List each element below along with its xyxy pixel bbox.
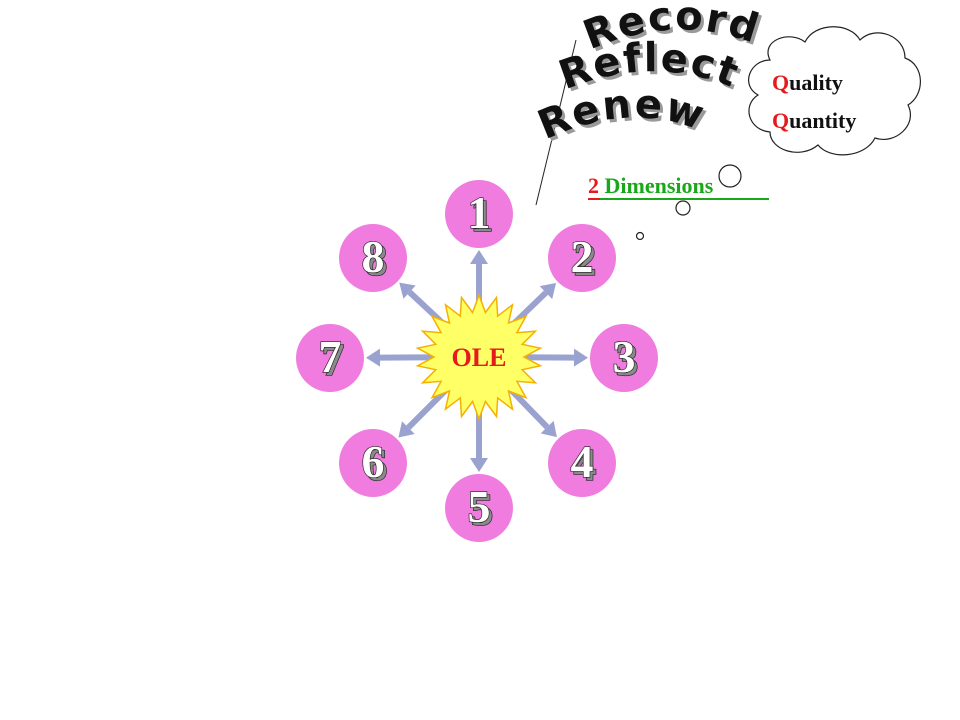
arrow-head-7 bbox=[365, 348, 381, 367]
node-3: 33 bbox=[590, 324, 658, 392]
node-6: 66 bbox=[339, 429, 407, 497]
node-1: 11 bbox=[445, 180, 513, 248]
dimensions-number: 2 bbox=[588, 173, 599, 198]
node-circle-4 bbox=[548, 429, 616, 497]
node-label-shadow-8: 8 bbox=[365, 234, 388, 285]
node-label-shadow-6: 6 bbox=[365, 439, 388, 490]
node-label-3: 3 bbox=[613, 331, 636, 382]
thought-bubble-large bbox=[718, 164, 742, 188]
node-label-shadow-2: 2 bbox=[574, 234, 597, 285]
dimensions-label: 2 Dimensions bbox=[588, 173, 769, 200]
node-label-5: 5 bbox=[468, 481, 491, 532]
node-label-8: 8 bbox=[362, 231, 385, 282]
thought-bubble-small bbox=[635, 231, 645, 241]
arrow-head-1 bbox=[470, 250, 488, 264]
node-label-7: 7 bbox=[319, 331, 342, 382]
thought-bubble-medium bbox=[675, 200, 691, 216]
node-circle-5 bbox=[445, 474, 513, 542]
arrows-group bbox=[365, 250, 589, 472]
arc-word-renew: Renew bbox=[532, 81, 709, 149]
node-circle-3 bbox=[590, 324, 658, 392]
node-label-1: 1 bbox=[468, 187, 491, 238]
arrow-head-6 bbox=[398, 421, 415, 438]
node-4: 44 bbox=[548, 429, 616, 497]
node-label-2: 2 bbox=[571, 231, 594, 282]
cloud-line-quality: Quality bbox=[772, 70, 843, 95]
cloud-line-quantity: Quantity bbox=[772, 108, 856, 133]
center-burst: OLE bbox=[415, 292, 543, 422]
node-8: 88 bbox=[339, 224, 407, 292]
nodes-group: 11 22 33 44 55 66 77 88 bbox=[296, 180, 658, 542]
node-label-shadow-3: 3 bbox=[616, 334, 639, 385]
node-label-shadow-4: 4 bbox=[574, 439, 597, 490]
node-5: 55 bbox=[445, 474, 513, 542]
node-circle-7 bbox=[296, 324, 364, 392]
cloud-shape bbox=[748, 26, 921, 156]
arrow-head-2 bbox=[539, 282, 557, 300]
center-label: OLE bbox=[452, 343, 507, 372]
node-label-4: 4 bbox=[571, 436, 594, 487]
node-circle-8 bbox=[339, 224, 407, 292]
arc-title: Record Record Reflect Reflect Renew Rene… bbox=[532, 0, 767, 152]
arrow-head-8 bbox=[399, 282, 416, 299]
svg-text:Renew: Renew bbox=[532, 81, 711, 149]
node-label-shadow-1: 1 bbox=[471, 190, 494, 241]
node-circle-2 bbox=[548, 224, 616, 292]
node-7: 77 bbox=[296, 324, 364, 392]
thought-cloud: Quality Quantity bbox=[748, 26, 921, 156]
arrow-head-5 bbox=[470, 458, 488, 472]
node-2: 22 bbox=[548, 224, 616, 292]
node-label-shadow-5: 5 bbox=[471, 484, 494, 535]
arrow-head-4 bbox=[540, 420, 557, 438]
dimensions-word: Dimensions bbox=[599, 173, 714, 198]
dimensions-text: 2 Dimensions bbox=[588, 173, 714, 198]
node-label-6: 6 bbox=[362, 436, 385, 487]
node-circle-6 bbox=[339, 429, 407, 497]
thought-line bbox=[535, 39, 577, 206]
arrow-head-3 bbox=[573, 348, 589, 367]
node-circle-1 bbox=[445, 180, 513, 248]
node-label-shadow-7: 7 bbox=[322, 334, 345, 385]
